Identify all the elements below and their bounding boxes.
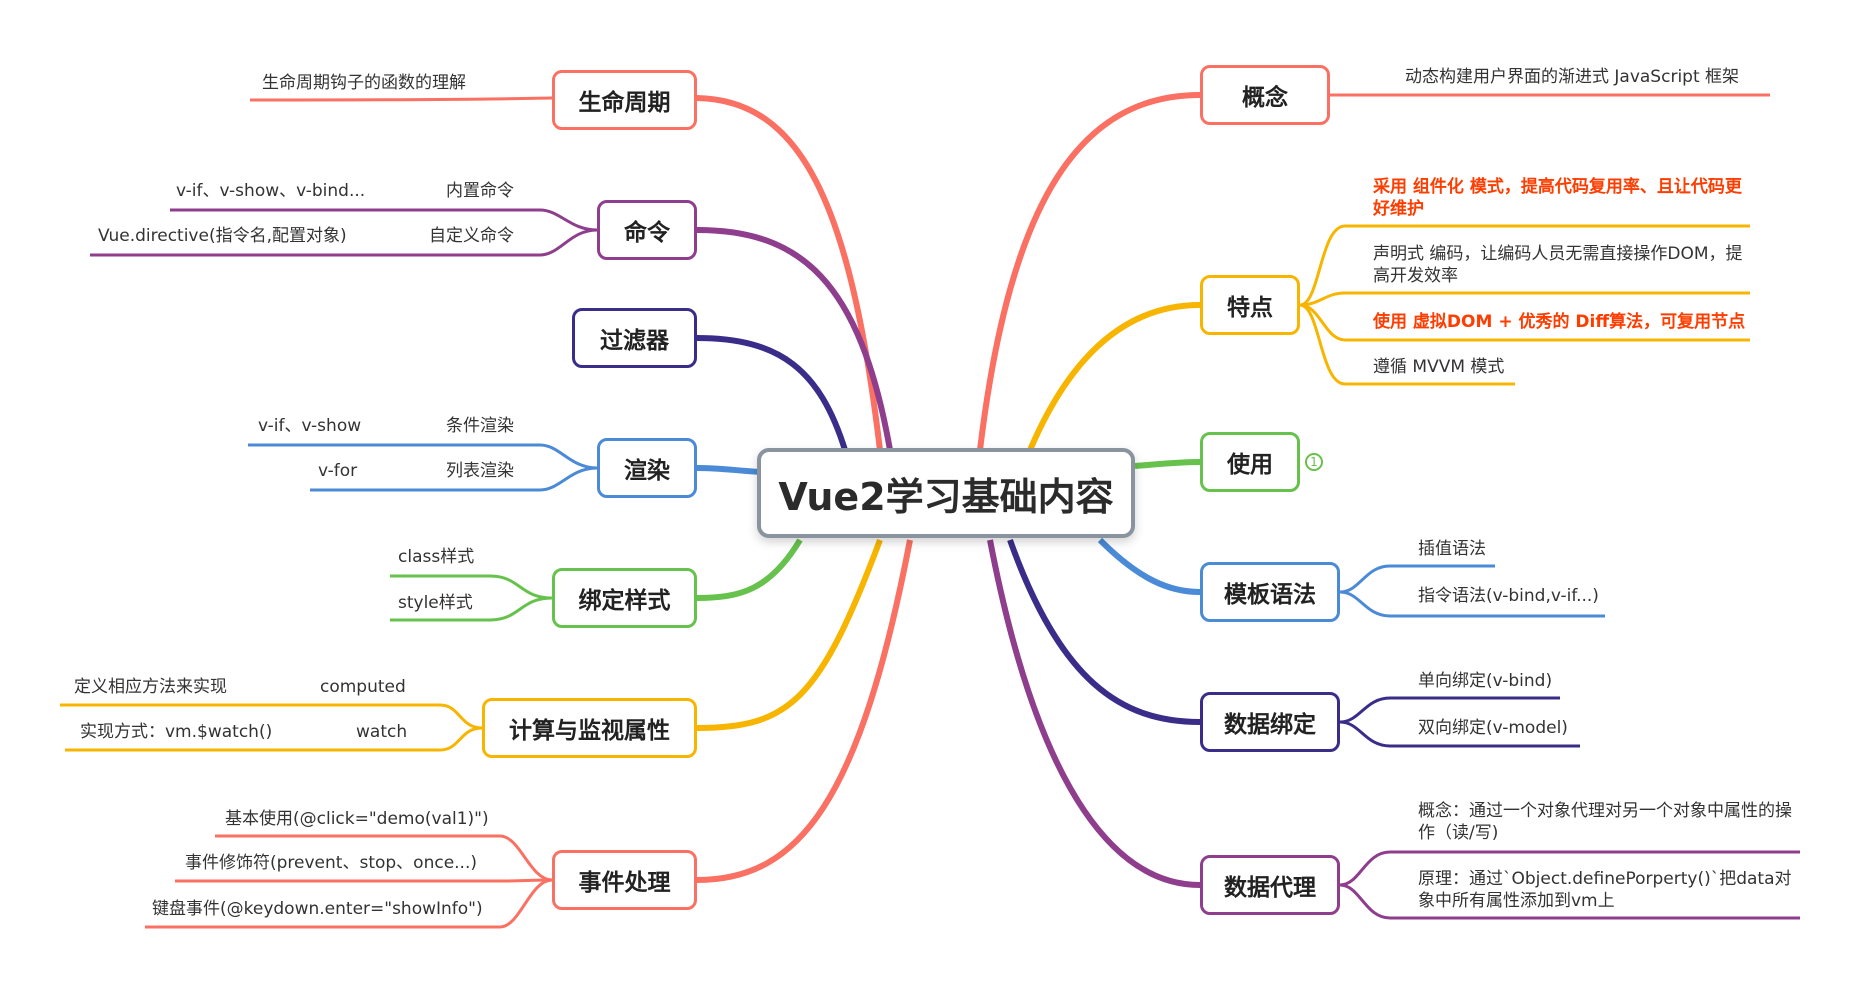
node-template[interactable]: 模板语法 bbox=[1200, 562, 1340, 622]
branch-computed bbox=[696, 538, 883, 731]
branch-events bbox=[696, 539, 913, 883]
center-title: Vue2学习基础内容 bbox=[778, 474, 1114, 519]
leaf-list-label: 列表渲染 bbox=[446, 461, 514, 481]
leaf-concept-1: 动态构建用户界面的渐进式 JavaScript 框架 bbox=[1405, 67, 1740, 87]
leaf-proxy-concept: 概念：通过一个对象代理对另一个对象中属性的操作（读/写) bbox=[1418, 801, 1792, 843]
leaf-feature-declarative: 声明式 编码，让编码人员无需直接操作DOM，提高开发效率 bbox=[1373, 244, 1743, 286]
leaf-style-style: style样式 bbox=[398, 593, 473, 613]
leaf-conditional-detail: v-if、v-show bbox=[258, 416, 362, 436]
leaf-two-way: 双向绑定(v-model) bbox=[1418, 718, 1568, 738]
node-concept[interactable]: 概念 bbox=[1200, 65, 1330, 125]
leaf-proxy-principle: 原理：通过`Object.definePorperty()`把data对象中所有… bbox=[1418, 869, 1792, 911]
note-badge[interactable]: 1 bbox=[1305, 453, 1323, 471]
leaf-custom-label: 自定义命令 bbox=[429, 226, 514, 246]
leaf-event-basic: 基本使用(@click="demo(val1)") bbox=[225, 809, 489, 829]
branch-template bbox=[1097, 537, 1201, 595]
node-directives[interactable]: 命令 bbox=[597, 200, 697, 260]
branch-filters bbox=[696, 335, 848, 451]
node-rendering[interactable]: 渲染 bbox=[597, 438, 697, 498]
leaf-custom-detail: Vue.directive(指令名,配置对象) bbox=[98, 226, 347, 246]
branch-styles bbox=[696, 538, 803, 601]
branch-directives bbox=[696, 227, 893, 451]
node-features[interactable]: 特点 bbox=[1200, 275, 1300, 335]
node-proxy[interactable]: 数据代理 bbox=[1200, 855, 1340, 915]
leaf-builtin-detail: v-if、v-show、v-bind... bbox=[176, 181, 366, 201]
leaf-one-way: 单向绑定(v-bind) bbox=[1418, 671, 1553, 691]
leaf-conditional-label: 条件渲染 bbox=[446, 416, 514, 436]
leaf-class-style: class样式 bbox=[398, 547, 475, 567]
node-filters[interactable]: 过滤器 bbox=[572, 308, 697, 368]
branch-features bbox=[1027, 302, 1201, 452]
node-events[interactable]: 事件处理 bbox=[552, 850, 697, 910]
leaf-feature-mvvm: 遵循 MVVM 模式 bbox=[1373, 357, 1505, 377]
branch-usage bbox=[1134, 459, 1201, 469]
branch-lifecycle bbox=[696, 95, 883, 451]
leaf-feature-vdom: 使用 虚拟DOM + 优秀的 Diff算法，可复用节点 bbox=[1373, 312, 1746, 332]
leaf-feature-component: 采用 组件化 模式，提高代码复用率、且让代码更好维护 bbox=[1373, 177, 1742, 219]
branch-proxy bbox=[987, 539, 1201, 888]
leaf-list-detail: v-for bbox=[318, 461, 358, 481]
leaf-watch-label: watch bbox=[356, 722, 408, 742]
branch-concept bbox=[977, 92, 1201, 451]
leaf-event-keyboard: 键盘事件(@keydown.enter="showInfo") bbox=[152, 899, 483, 919]
node-usage[interactable]: 使用 bbox=[1200, 432, 1300, 492]
branch-binding bbox=[1007, 538, 1201, 725]
leaf-computed-detail: 定义相应方法来实现 bbox=[74, 677, 227, 697]
node-lifecycle[interactable]: 生命周期 bbox=[552, 70, 697, 130]
leaf-event-modifiers: 事件修饰符(prevent、stop、once...) bbox=[185, 853, 477, 873]
node-styles[interactable]: 绑定样式 bbox=[552, 568, 697, 628]
node-binding[interactable]: 数据绑定 bbox=[1200, 692, 1340, 752]
leaf-interpolation: 插值语法 bbox=[1418, 539, 1486, 559]
leaf-directive-syntax: 指令语法(v-bind,v-if...) bbox=[1418, 586, 1599, 606]
leaf-builtin-label: 内置命令 bbox=[446, 181, 514, 201]
node-computed-watch[interactable]: 计算与监视属性 bbox=[482, 698, 697, 758]
leaf-computed-label: computed bbox=[320, 677, 406, 697]
leaf-lifecycle-1: 生命周期钩子的函数的理解 bbox=[262, 73, 466, 93]
leaf-watch-detail: 实现方式：vm.$watch() bbox=[80, 722, 273, 742]
branch-rendering bbox=[696, 465, 761, 475]
center-topic[interactable]: Vue2学习基础内容 bbox=[757, 448, 1135, 538]
